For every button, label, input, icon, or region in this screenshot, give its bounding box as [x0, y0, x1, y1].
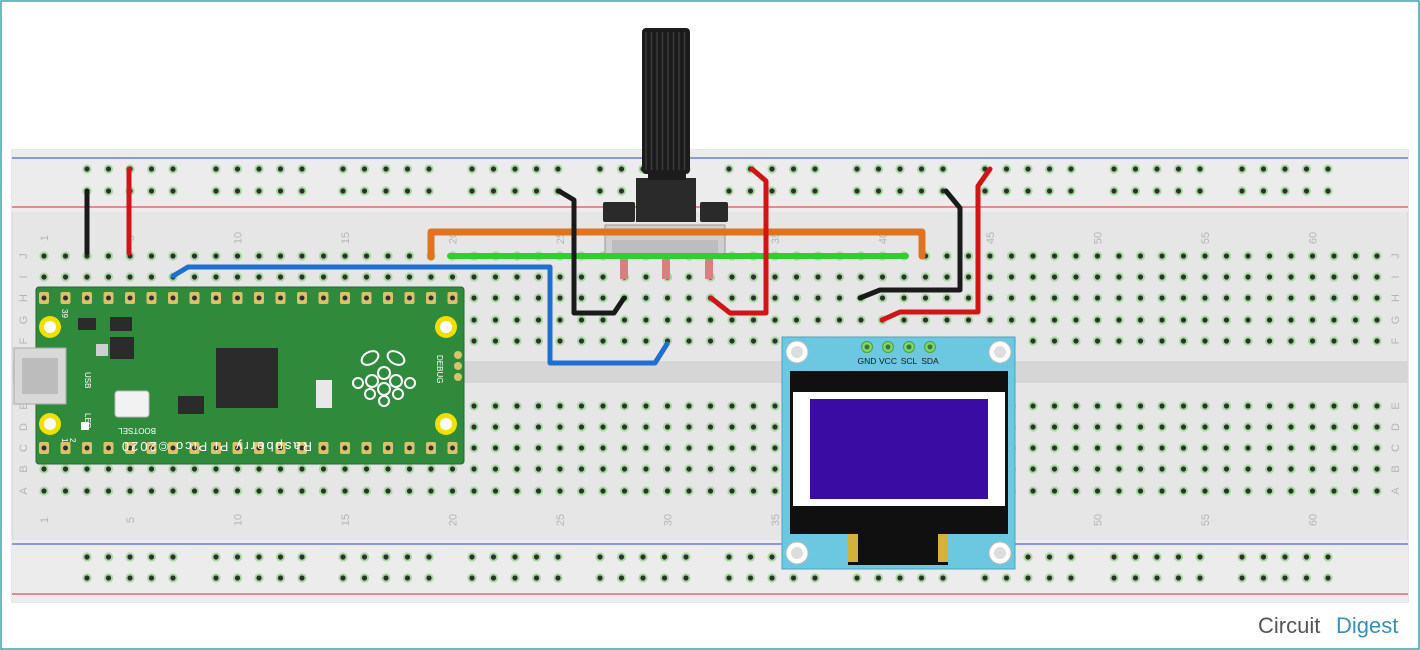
column-number: 30: [663, 514, 675, 526]
pin-39-label: 39: [60, 309, 69, 318]
pot-leg: [620, 257, 628, 279]
led: [81, 422, 89, 430]
crystal: [316, 380, 332, 408]
wire-red: [879, 166, 993, 323]
pico-board-text: Raspberry Pi Pico ©2020: [120, 439, 312, 454]
column-number: 5: [125, 517, 137, 523]
debug-pin: [454, 362, 462, 370]
rp2040-chip: [216, 348, 278, 408]
row-letter: B: [18, 465, 30, 472]
column-number: 35: [770, 514, 782, 526]
usb-port-icon: [13, 347, 67, 405]
power-rail-bottom: [12, 540, 1408, 602]
column-number: 55: [1200, 232, 1212, 244]
wire-black: [857, 188, 963, 301]
column-number: 1: [39, 517, 51, 523]
pot-leg: [705, 257, 713, 279]
chip: [110, 337, 134, 359]
wire-red: [708, 166, 769, 316]
wire-blue: [170, 264, 670, 366]
oled-ribbon-connector: [848, 533, 948, 565]
debug-pin: [454, 351, 462, 359]
column-number: 25: [555, 514, 567, 526]
oled-pin-label: SDA: [921, 356, 939, 366]
oled-pin-label: VCC: [879, 356, 897, 366]
oled-ribbon: [838, 506, 958, 534]
column-number: 15: [340, 514, 352, 526]
column-number: 10: [233, 232, 245, 244]
column-number: 60: [1308, 514, 1320, 526]
component: [96, 344, 108, 356]
row-letter: E: [1390, 402, 1402, 409]
row-letter: I: [18, 275, 30, 278]
led-label: LED: [83, 413, 92, 429]
column-number: 20: [448, 514, 460, 526]
chip: [110, 317, 132, 331]
bootsel-label: BOOTSEL: [118, 426, 156, 435]
power-rail-top: [12, 150, 1408, 212]
row-letter: E: [18, 402, 30, 409]
oled-pin-label: SCL: [901, 356, 918, 366]
brand-part2: Digest: [1336, 613, 1398, 638]
raspberry-logo-icon: [352, 350, 416, 407]
row-letter: H: [18, 294, 30, 302]
oled-pin-label: GND: [858, 356, 877, 366]
chip: [78, 318, 96, 330]
wire-orange: [427, 228, 926, 261]
potentiometer: [603, 28, 728, 279]
column-number: 55: [1200, 514, 1212, 526]
column-number: 45: [985, 232, 997, 244]
column-number: 15: [340, 232, 352, 244]
circuitdigest-logo: Circuit Digest: [1258, 613, 1398, 638]
brand-part1: Circuit: [1258, 613, 1320, 638]
row-letter: B: [1390, 465, 1402, 472]
row-letter: H: [1390, 294, 1402, 302]
row-letter: D: [18, 423, 30, 431]
column-number: 50: [1093, 514, 1105, 526]
raspberry-pi-pico: Raspberry Pi Pico ©2020 USB LED BOOTSEL …: [13, 286, 465, 465]
debug-label: DEBUG: [435, 355, 444, 383]
column-number: 10: [233, 514, 245, 526]
row-letters: J J I I H H G G F F E E D D C C B B A A: [18, 253, 1402, 494]
row-letter: F: [1390, 337, 1402, 344]
potentiometer-knob-icon: [642, 28, 690, 174]
debug-pin: [454, 373, 462, 381]
row-letter: C: [18, 444, 30, 452]
wire-black: [556, 188, 627, 316]
row-letter: J: [18, 253, 30, 259]
pin-2-label: 2: [68, 438, 77, 443]
oled-screen: [810, 399, 988, 499]
row-letter: G: [1390, 316, 1402, 325]
row-letter: J: [1390, 253, 1402, 259]
chip: [178, 396, 204, 414]
bootsel-button: [114, 390, 150, 418]
wires: [84, 166, 993, 366]
column-number: 1: [39, 235, 51, 241]
row-letter: D: [1390, 423, 1402, 431]
pin-1-label: 1: [60, 438, 69, 443]
column-number: 60: [1308, 232, 1320, 244]
usb-label: USB: [83, 372, 92, 388]
pot-leg: [662, 257, 670, 279]
pico-pins: [39, 292, 462, 454]
row-letter: C: [1390, 444, 1402, 452]
row-letter: F: [18, 337, 30, 344]
row-letter: A: [1390, 487, 1402, 495]
row-letter: I: [1390, 275, 1402, 278]
row-letter: A: [18, 487, 30, 495]
column-number: 50: [1093, 232, 1105, 244]
row-letter: G: [18, 316, 30, 325]
